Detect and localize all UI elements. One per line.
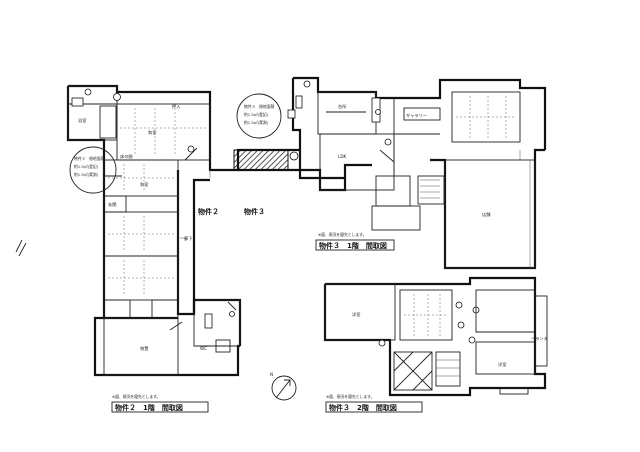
room-tag-genkan: 玄関 — [108, 201, 116, 208]
label-bldg2-center: 物件２ — [198, 207, 219, 216]
room-tag-tokonoma: 床の間 — [120, 153, 133, 160]
room-tag-washitsu-a: 和室 — [148, 129, 156, 136]
note-3: ※図、現況を優先とします。 — [326, 394, 374, 399]
area-box-2-line1: 物件３ 借地面積 — [244, 104, 275, 109]
caption-box-bldg3-f2 — [325, 401, 423, 413]
area-box-2: 物件３ 借地面積 約1.5㎡(登記) 約1.5㎡(実測) — [236, 93, 282, 139]
label-bldg3-center: 物件３ — [244, 207, 265, 216]
area-box-1-line1: 物件３ 借地面積 — [74, 156, 105, 161]
svg-text:N: N — [270, 372, 273, 377]
building-3-floor-2-plan — [323, 276, 548, 397]
caption-box-bldg3-f1 — [315, 239, 395, 251]
building-2-floor-1-plan — [66, 84, 300, 377]
label-bldg3-f1: 物件３ 1階 間取図 — [319, 241, 387, 250]
north-arrow-icon: N — [270, 372, 297, 401]
room-tag-room-d: 洋室 — [498, 361, 506, 368]
room-tag-shop: 店舗 — [482, 211, 490, 218]
room-tag-room-c: 洋室 — [352, 311, 360, 318]
room-tag-wc: WC — [200, 346, 207, 351]
area-box-1-line2: 約1.5㎡(登記) — [74, 164, 99, 169]
room-tag-kitchen: 台所 — [338, 103, 346, 110]
area-box-2-line3: 約1.5㎡(実測) — [244, 120, 269, 125]
label-bldg3-f2: 物件３ 2階 間取図 — [329, 403, 397, 412]
room-tag-veranda: ベランダ — [531, 335, 548, 342]
room-tag-storage: 物置 — [140, 345, 148, 352]
room-tag-gallery: ギャラリー — [406, 113, 427, 119]
area-box-2-line2: 約1.5㎡(登記) — [244, 112, 269, 117]
label-bldg2-f1: 物件２ 1階 間取図 — [115, 403, 183, 412]
building-3-floor-1-plan — [287, 76, 547, 270]
area-box-1: 物件３ 借地面積 約1.5㎡(登記) 約1.5㎡(実測) — [69, 146, 117, 194]
note-2: ※図、現況を優先とします。 — [112, 394, 160, 399]
room-tags: 押入 床の間 和室 和室 廊下 玄関 LDK 台所 浴室 WC ギャラリー 店舗… — [78, 103, 548, 368]
note-1: ※図、現況を優先とします。 — [318, 232, 366, 237]
caption-box-bldg2-f1 — [111, 401, 209, 413]
area-box-1-line3: 約1.5㎡(実測) — [74, 172, 99, 177]
room-tag-hall: 廊下 — [184, 235, 192, 242]
handwritten-mark — [15, 239, 27, 257]
room-tag-bath: 浴室 — [78, 117, 86, 124]
room-tag-washitsu-b: 和室 — [140, 181, 148, 188]
room-tag-ldk: LDK — [338, 154, 347, 159]
room-tag-closet: 押入 — [172, 103, 181, 110]
